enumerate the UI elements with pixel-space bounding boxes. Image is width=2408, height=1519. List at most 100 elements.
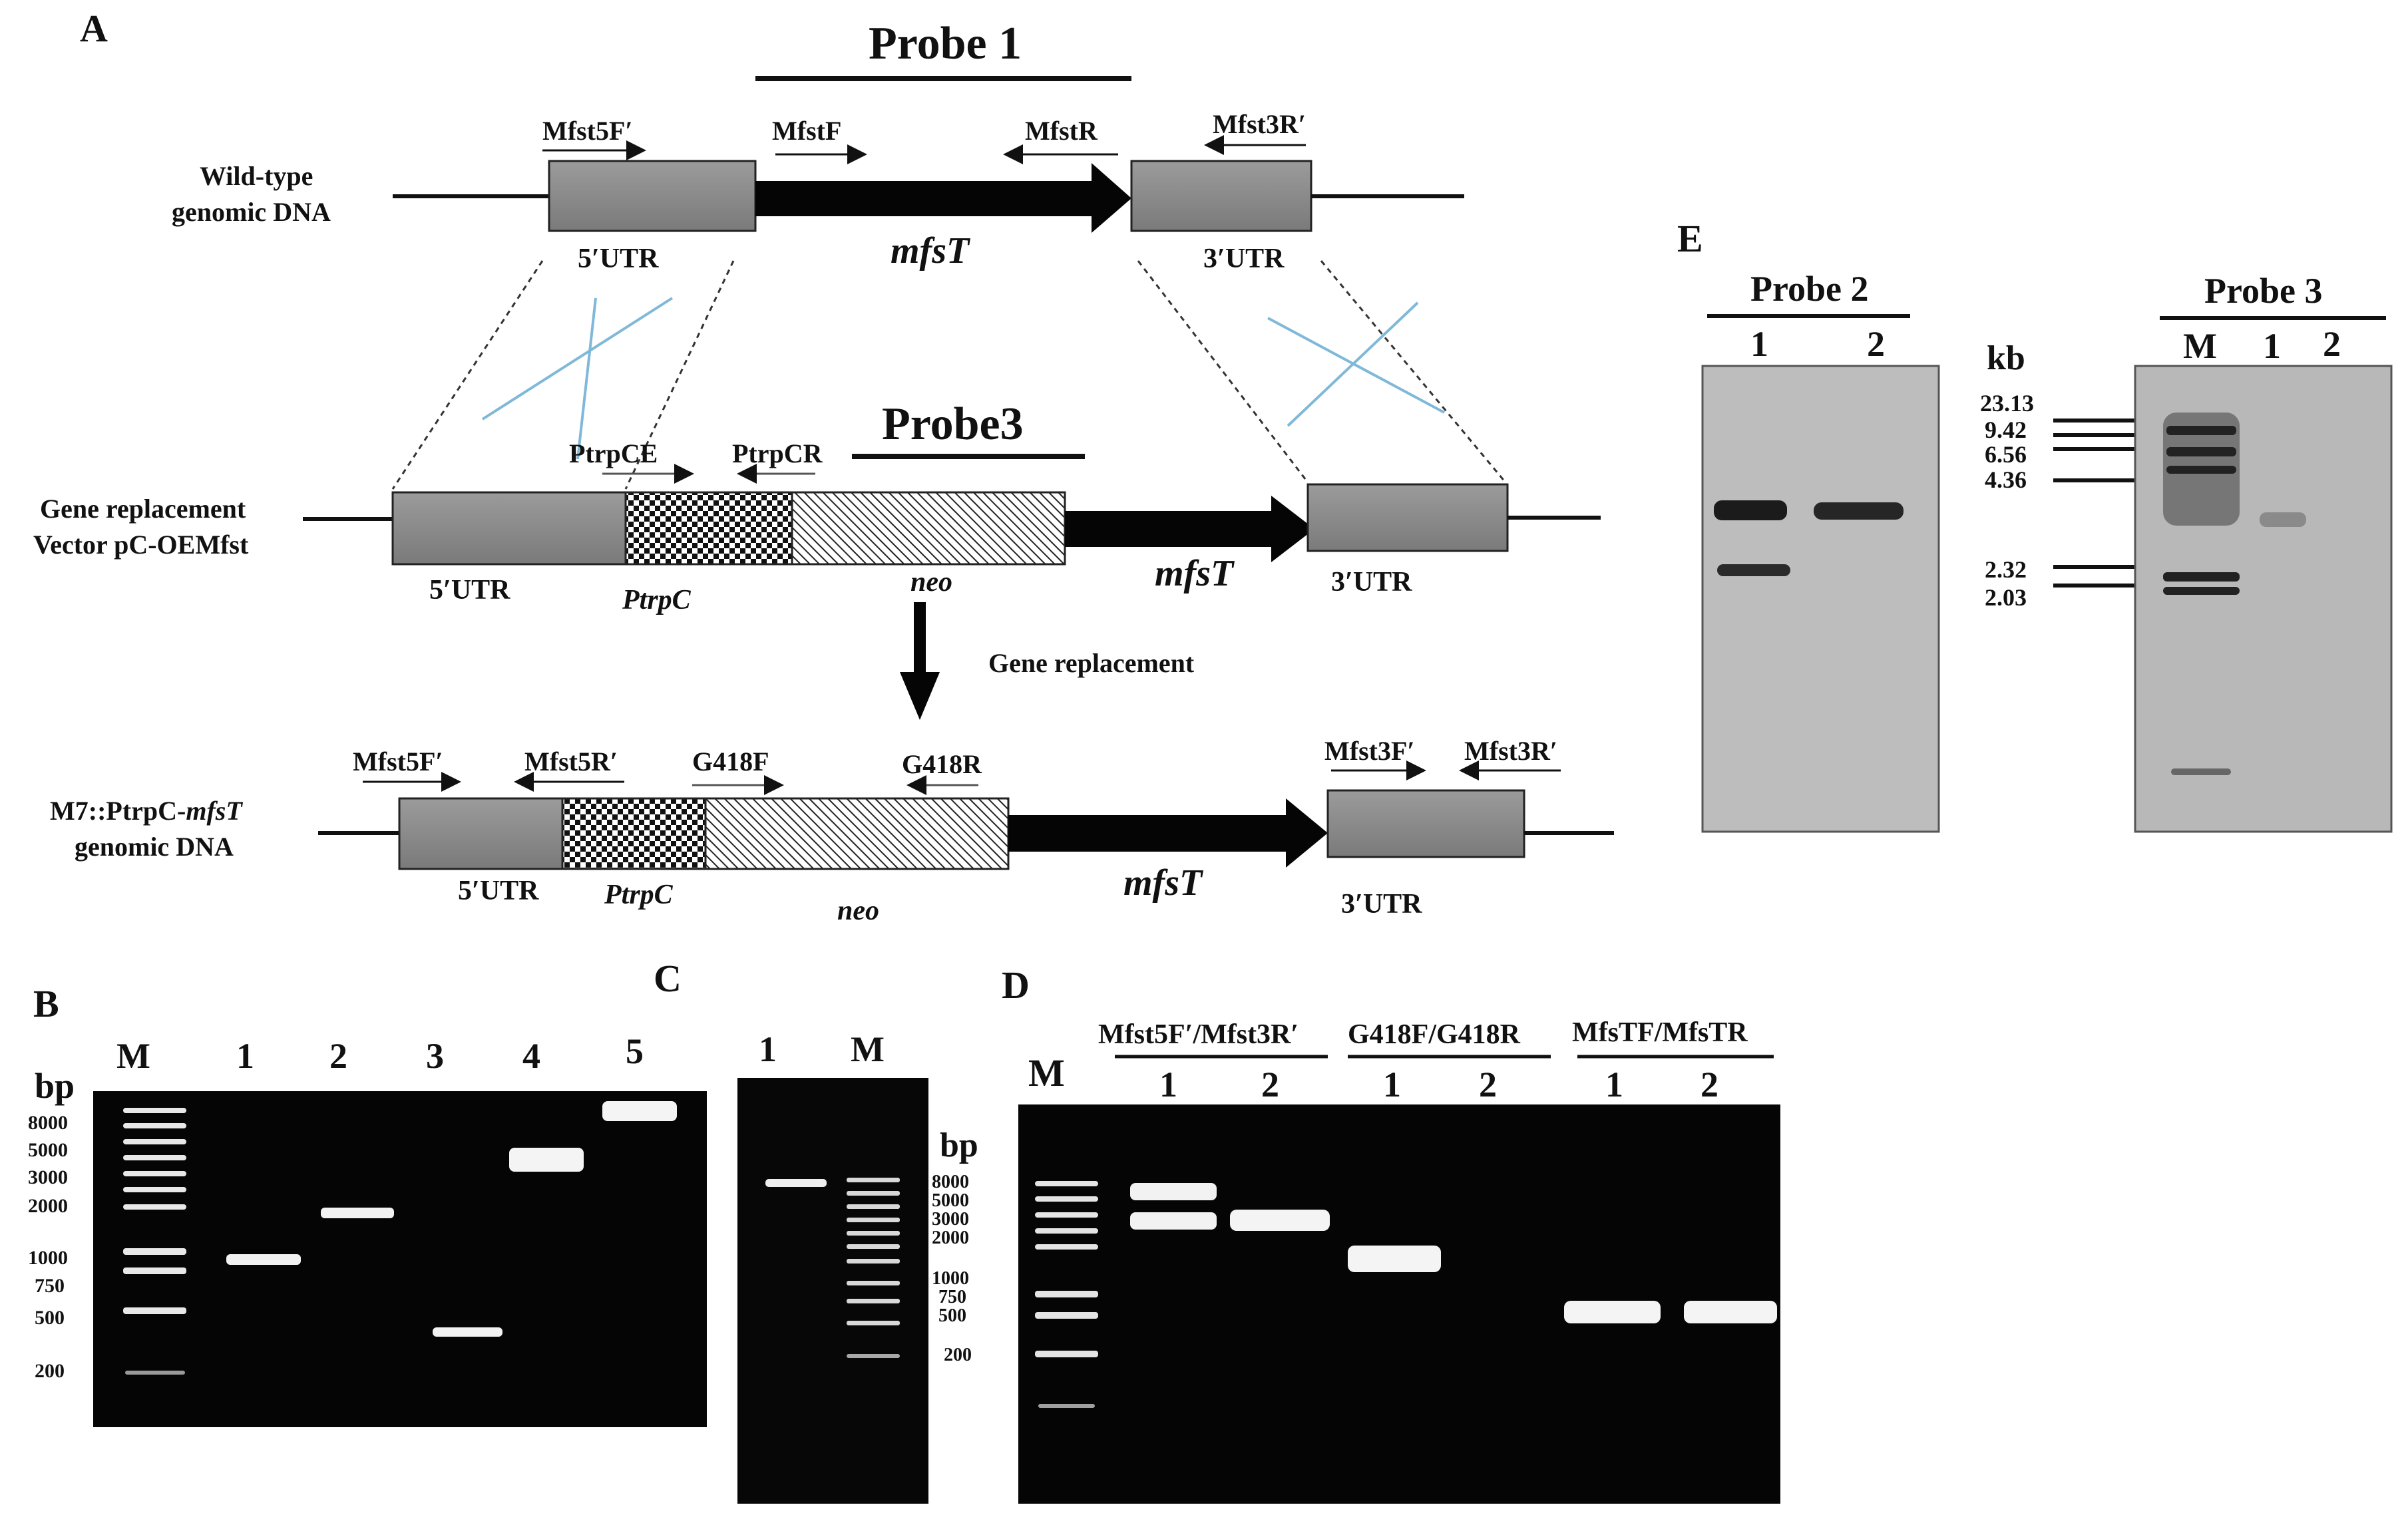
gel-b-band-lane2 (321, 1208, 394, 1218)
blot-probe3-marker-band (2163, 587, 2240, 595)
gel-b-marker-band (123, 1155, 186, 1160)
gel-b-ladder-labels: 8000 5000 3000 2000 1000 750 500 200 (28, 1112, 68, 1382)
wildtype-3utr-box (1130, 160, 1312, 232)
gel-c-ladder-8000: 8000 (932, 1172, 969, 1192)
crossover-cross-left-b (576, 297, 597, 460)
gel-c-marker-band (847, 1204, 900, 1209)
blot-ladder-unit: kb (1987, 339, 2025, 377)
mutant-label-gene: mfsT (186, 796, 243, 826)
gel-b-marker-band (123, 1171, 186, 1176)
mutant-5utr-box (398, 797, 564, 870)
gel-d-band-1b (1348, 1246, 1441, 1272)
gel-c-marker-band (847, 1244, 900, 1249)
mutant-mfst-label: mfsT (1123, 862, 1204, 904)
gel-b-marker-band (123, 1139, 186, 1144)
gel-c-marker-band (847, 1178, 900, 1182)
gel-c-marker-band (847, 1231, 900, 1236)
gel-b-ladder-3000: 3000 (28, 1166, 68, 1188)
gel-d-marker-band (1035, 1244, 1098, 1250)
gel-d-marker-band (1038, 1404, 1095, 1408)
blot-probe3-marker-band (2163, 572, 2240, 582)
blot-probe2-title: Probe 2 (1750, 269, 1868, 309)
gel-b-ladder-500: 500 (35, 1307, 65, 1329)
gel-b-lane-4: 4 (522, 1036, 540, 1076)
vector-label-line1: Gene replacement (40, 494, 246, 524)
primer-mfst3r-mut: Mfst3R′ (1464, 736, 1557, 766)
gel-b-band-lane5 (602, 1101, 677, 1121)
probe3-label: Probe3 (882, 399, 1024, 450)
gel-c-marker-band (847, 1281, 900, 1285)
primer-mfst3f-mut: Mfst3F′ (1324, 736, 1415, 766)
gel-b-marker-band (123, 1123, 186, 1128)
blot-probe3-marker-bands (2163, 426, 2240, 775)
gel-c-image (737, 1078, 928, 1504)
gel-c-ladder-3000: 3000 (932, 1209, 969, 1230)
gel-c-marker-band (847, 1218, 900, 1222)
gel-d-marker-band (1035, 1181, 1098, 1186)
gel-c-marker-band (847, 1191, 900, 1196)
vector-ptrpc-box (624, 491, 793, 566)
gel-d-lane-1b: 1 (1383, 1065, 1401, 1104)
primer-mfst5f-mut: Mfst5F′ (353, 747, 443, 776)
gel-b-lane-2: 2 (329, 1036, 347, 1076)
panel-label-c: C (654, 957, 682, 1000)
gel-b-marker-band (123, 1187, 186, 1192)
vector-mfst-arrow (1065, 496, 1314, 562)
blot-ladder-4-36: 4.36 (1985, 466, 2027, 493)
vector-neo-box (791, 491, 1066, 566)
gel-c-marker-band (847, 1321, 900, 1325)
gel-b-ladder-200: 200 (35, 1360, 65, 1382)
gel-c-band-lane1 (765, 1179, 827, 1187)
vector-3utr-label: 3′UTR (1331, 567, 1412, 597)
panel-label-a: A (80, 7, 108, 50)
gel-b-marker-band (123, 1248, 186, 1255)
gel-c-ladder-2000: 2000 (932, 1228, 969, 1248)
blot-probe2-lane-1: 1 (1750, 324, 1768, 364)
blot-probe3-title: Probe 3 (2204, 271, 2322, 311)
wildtype-mfst-label: mfsT (891, 230, 971, 271)
blot-ladder-labels: 23.13 9.42 6.56 4.36 2.32 2.03 (1980, 390, 2034, 611)
gel-d-marker-band (1035, 1196, 1098, 1202)
gel-d-group-2: G418F/G418R (1348, 1019, 1521, 1050)
panel-label-b: B (33, 982, 59, 1025)
panel-label-e: E (1677, 217, 1703, 260)
panel-label-d: D (1002, 963, 1030, 1007)
gel-b-lane-3: 3 (426, 1036, 444, 1076)
gel-c-ladder-200: 200 (944, 1345, 972, 1365)
blot-ladder-9-42: 9.42 (1985, 417, 2027, 443)
blot-probe3-marker-band (2166, 466, 2236, 474)
gel-b-band-lane1 (226, 1254, 301, 1265)
primer-ptrpce: PtrpCE (569, 438, 658, 468)
blot-probe2-lane-2: 2 (1867, 324, 1885, 364)
blot-probe2-band-lane2 (1814, 502, 1904, 520)
primer-ptrpcr: PtrpCR (732, 438, 823, 468)
gel-c-marker-band (847, 1354, 900, 1358)
gel-c-ladder-bands (847, 1178, 900, 1358)
gel-d-lane-2a: 2 (1261, 1065, 1279, 1104)
probe1-label: Probe 1 (869, 18, 1022, 69)
gel-c-ladder-750: 750 (938, 1287, 966, 1307)
mutant-neo-label: neo (837, 896, 879, 926)
gel-d-image (1018, 1104, 1780, 1504)
gel-d-marker-band (1035, 1351, 1098, 1357)
wildtype-label-line1: Wild-type (200, 161, 313, 191)
blot-probe3-marker-band (2166, 426, 2236, 435)
gel-d-lane-m: M (1028, 1051, 1065, 1095)
gel-b-ladder-bands (123, 1108, 186, 1375)
gel-b-band-lane4 (509, 1148, 584, 1172)
blot-probe3-lane-m: M (2183, 326, 2217, 366)
crossover-cross-right-b (1267, 317, 1445, 414)
wildtype-5utr-label: 5′UTR (578, 244, 659, 274)
crossover-cross-left-a (481, 297, 674, 421)
gel-b-image (93, 1091, 707, 1427)
crossover-dashed-right-b (1320, 260, 1507, 483)
gel-c-ladder-labels: 8000 5000 3000 2000 1000 750 500 200 (932, 1172, 972, 1365)
blot-ladder-6-56: 6.56 (1985, 441, 2027, 468)
replacement-arrow-head (900, 672, 940, 720)
gel-c-marker-band (847, 1259, 900, 1264)
primer-mfstf-wt: MfstF (772, 116, 841, 146)
gel-b-ladder-750: 750 (35, 1275, 65, 1297)
gel-d-marker-band (1035, 1312, 1098, 1319)
mutant-label-line2: genomic DNA (75, 832, 234, 862)
